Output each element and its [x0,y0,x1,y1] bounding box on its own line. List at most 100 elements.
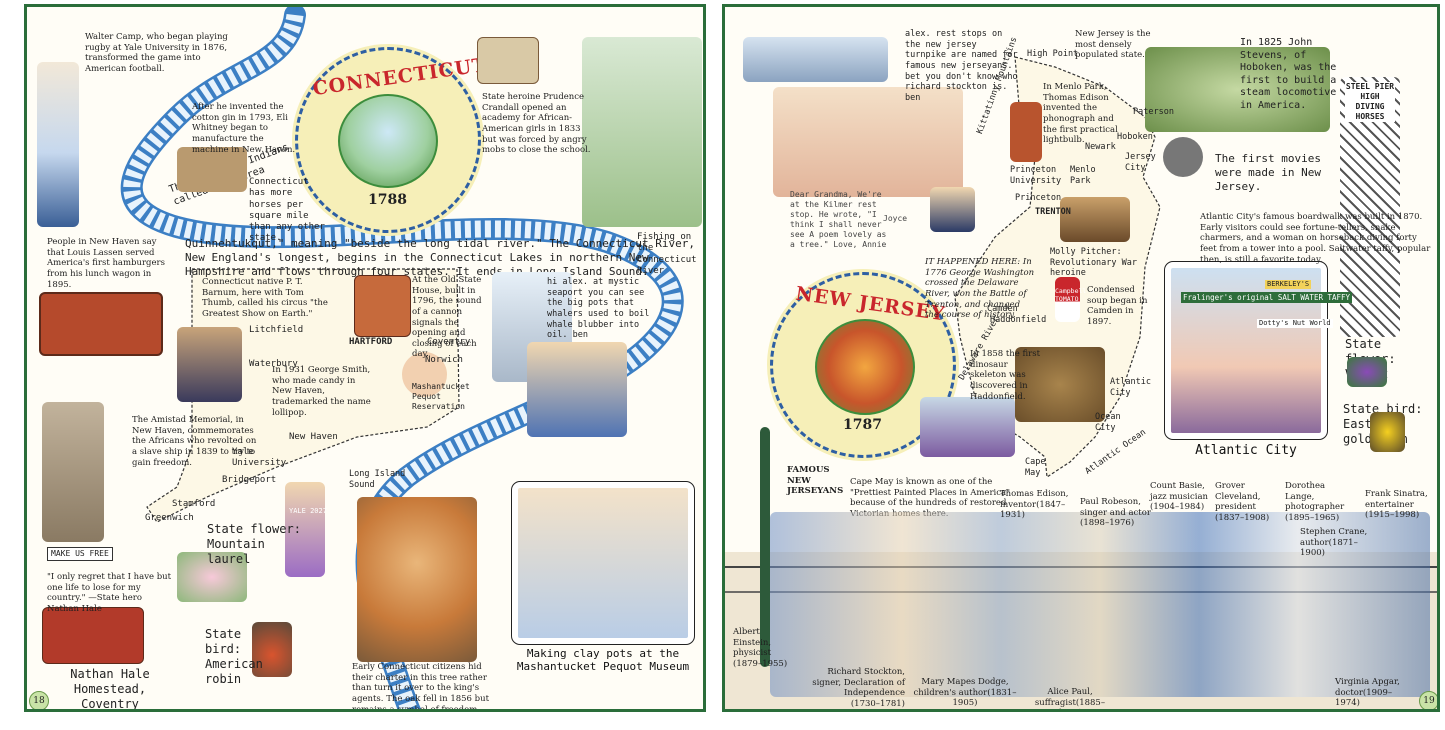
atlantic-city-caption: Atlantic City [1195,443,1297,458]
crandall-school-illustration [477,37,539,84]
new-jersey-page: NEW JERSEY 1787 Atlantic City Fralinger'… [722,4,1440,712]
famous-lange: Dorothea Lange,photographer(1895–1965) [1285,481,1345,523]
connecticut-page: Quinnehtukqut," meaning "beside the long… [24,4,706,712]
famous-header: FAMOUS NEW JERSEYANS [787,465,844,497]
princeton-hall-illustration [1010,102,1042,162]
horses-fact: Connecticut has more horses per square m… [249,177,325,244]
famous-sinatra: Frank Sinatra,entertainer(1915–1998) [1365,489,1428,521]
amistad-fact: The Amistad Memorial, in New Haven, comm… [132,415,257,468]
steel-pier-sign: STEEL PIER HIGH DIVING HORSES [1345,82,1395,122]
place-bridgeport: Bridgeport [222,475,277,485]
homestead-caption: Nathan Hale Homestead, Coventry [70,667,150,711]
place-greenwich: Greenwich [145,513,194,523]
place-yale: Yale University [232,447,287,469]
place-norwich: Norwich [425,355,463,365]
place-new-haven: New Haven [289,432,338,442]
lollipop-kid-illustration [402,352,447,397]
old-state-house-illustration [354,275,411,337]
dottys-sign: Dotty's Nut World [1257,319,1333,328]
place-stamford: Stamford [172,499,216,509]
robin-illustration [252,622,292,677]
lunch-wagon-illustration [39,292,163,356]
statue-plaque: MAKE US FREE [47,547,113,561]
famous-paul: Alice Paul,suffragist(1885–1977) [1034,687,1106,709]
rest-stops-note: alex. rest stops on the new jersey turnp… [905,29,1018,103]
place-hartford: HARTFORD [349,337,393,347]
walter-camp-fact: Walter Camp, who began playing rugby at … [85,32,228,74]
joyce-signature: Joyce [883,214,908,223]
nathan-hale-homestead-illustration [42,607,144,664]
violet-illustration [1347,357,1387,387]
place-trenton: TRENTON [1035,207,1071,217]
it-happened-here-fact: IT HAPPENED HERE: In 1776 George Washing… [925,257,1035,321]
famous-dodge: Mary Mapes Dodge,children's author(1831–… [913,677,1017,709]
first-movies-fact: The first movies were made in New Jersey… [1215,152,1321,193]
mystic-postcard-note: hi alex. at mystic seaport you can see t… [547,277,650,341]
page-number-right: 19 [1419,691,1437,709]
old-state-house-fact: At the Old State House, built in 1796, t… [412,275,482,360]
dinosaur-fact: In 1858 the first dinosaur skeleton was … [970,349,1041,402]
place-long-island-sound: Long Island Sound [349,469,406,490]
movie-camera-icon [1163,137,1203,177]
place-paterson: Paterson [1133,107,1174,117]
mystic-visitors-illustration [527,342,627,437]
famous-robeson: Paul Robeson,singer and actor(1898–1976) [1080,497,1151,529]
famous-apgar: Virginia Apgar,doctor(1909–1974) [1335,677,1400,709]
famous-edison: Thomas Edison,inventor(1847–1931) [1000,489,1069,521]
walter-camp-illustration [37,62,79,227]
stevens-locomotive-fact: In 1825 John Stevens, of Hoboken, was th… [1240,37,1337,111]
place-cape-may: Cape May [1025,457,1046,478]
grandma-postcard-note: Dear Grandma, We're at the Kilmer rest s… [790,190,887,249]
place-jersey-city: Jersey City [1125,152,1156,173]
connecticut-banner: CONNECTICUT [311,53,489,101]
molly-pitcher-cannon-illustration [1060,197,1130,242]
place-princeton-university: Princeton University [1010,165,1062,186]
prudence-crandall-fact: State heroine Prudence Crandall opened a… [482,92,591,156]
fishing-illustration [582,37,702,227]
locomotive-illustration [1145,47,1330,132]
place-litchfield: Litchfield [249,325,304,335]
place-newark: Newark [1085,142,1116,152]
densely-populated-fact: New Jersey is the most densely populated… [1075,29,1151,61]
mountain-laurel-illustration [177,552,247,602]
famous-stockton: Richard Stockton,signer, Declaration of … [812,667,905,709]
condensed-soup-fact: Condensed soup began in Camden in 1897. [1087,285,1148,327]
barnum-fact: Connecticut native P. T. Barnum, here wi… [202,277,328,319]
place-mashantucket: Mashantucket Pequot Reservation [412,382,470,411]
place-hoboken: Hoboken [1117,132,1153,142]
boardwalk-fact: Atlantic City's famous boardwalk was bui… [1200,212,1431,265]
place-menlo-park: Menlo Park [1070,165,1096,186]
ct-state-bird: State bird: American robin [205,627,263,686]
yale-girl-illustration [285,482,325,577]
yale-shirt-text: YALE 2027 [289,507,327,515]
amistad-statue-illustration [42,402,104,542]
atlantic-city-photo-frame [1164,261,1328,440]
autumn-trees-illustration [815,319,915,415]
soup-can-label: Campbell's TOMATO SOUP [1055,287,1095,312]
nathan-hale-quote: "I only regret that I have but one life … [47,572,172,614]
new-jersey-year: 1787 [843,417,882,433]
eli-whitney-fact: After he invented the cotton gin in 1793… [192,102,296,155]
goldfinch-illustration [1370,412,1405,452]
famous-einstein: Albert Einstein,physicist(1879–1955) [733,627,788,669]
molly-pitcher-caption: Molly Pitcher: Revolutionary War heroine [1050,247,1137,279]
edison-menlo-park-fact: In Menlo Park, Thomas Edison invented th… [1043,82,1118,146]
rest-stop-family-illustration [773,87,963,197]
charter-oak-illustration [357,497,477,662]
connecticut-seal: CONNECTICUT 1788 [295,47,489,233]
famous-crane: Stephen Crane,author(1871–1900) [1300,527,1368,559]
horse-field-illustration [338,94,438,188]
place-atlantic-city: Atlantic City [1110,377,1151,398]
cape-may-houses-illustration [920,397,1015,457]
pottery-caption: Making clay pots at the Mashantucket Peq… [516,647,690,673]
cotton-gin-illustration [177,147,247,192]
page-number-left: 18 [29,691,49,709]
lamp-post-illustration [760,427,770,667]
fishing-caption: Fishing on the Connecticut River [637,232,697,276]
famous-cleveland: Grover Cleveland,president(1837–1908) [1215,481,1270,523]
barnum-illustration [177,327,242,402]
washington-illustration [930,187,975,232]
soup-can-illustration [1055,277,1080,322]
taffy-sign: Fralinger's original SALT WATER TAFFY [1181,292,1353,304]
dinosaur-illustration [1015,347,1105,422]
